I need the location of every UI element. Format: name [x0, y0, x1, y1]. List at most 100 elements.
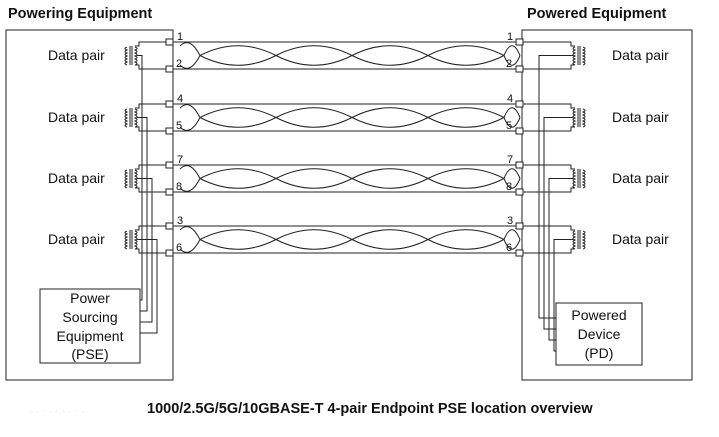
transformer-winding: [124, 108, 129, 128]
twist-strand: [179, 45, 521, 69]
transformer-winding: [581, 230, 586, 250]
transformer-winding: [124, 46, 129, 66]
data-pair-label: Data pair: [48, 47, 105, 63]
powering-equipment-title: Powering Equipment: [8, 6, 153, 22]
transformer-winding: [124, 169, 129, 189]
powering-equipment-enclosure: [5, 29, 174, 381]
powered-equipment-enclosure: [521, 29, 693, 381]
pair-wire: [135, 225, 166, 231]
rj45-pin: [165, 100, 174, 108]
pair-wire: [523, 103, 575, 109]
transformer-winding: [572, 46, 577, 66]
pair-wire: [135, 126, 166, 132]
rj45-pin: [165, 38, 174, 46]
transformer-winding: [572, 108, 577, 128]
pin-number: 8: [176, 181, 182, 193]
pair-wire: [523, 248, 575, 254]
pd-center-tap-wire: [548, 178, 573, 341]
pd-line-2: Device: [578, 326, 621, 342]
pair-wire: [523, 64, 575, 70]
pin-number: 7: [507, 154, 513, 166]
pair-wire: [135, 187, 166, 193]
rj45-pin: [165, 188, 174, 196]
rj45-pin: [515, 65, 524, 73]
pair-wire: [523, 41, 575, 47]
pair-wire: [135, 64, 166, 70]
rj45-pin: [165, 222, 174, 230]
pin-number: 4: [177, 93, 183, 105]
pair-wire: [523, 126, 575, 132]
pse-center-tap-wire: [137, 55, 143, 301]
transformer-winding: [572, 230, 577, 250]
rj45-pin: [515, 188, 524, 196]
rj45-pin: [515, 127, 524, 135]
transformer-winding: [581, 169, 586, 189]
data-pair-label: Data pair: [48, 109, 105, 125]
pin-number: 4: [507, 93, 513, 105]
powered-equipment-title: Powered Equipment: [527, 6, 667, 22]
twist-strand: [179, 107, 521, 131]
pse-center-tap-wire: [137, 117, 148, 312]
pse-box: [39, 288, 141, 364]
twist-strand: [179, 229, 521, 253]
transformer-winding: [133, 169, 138, 189]
faint-mark: . . . . . . . . .: [30, 405, 85, 414]
pin-number: 1: [177, 31, 183, 43]
pin-number: 8: [506, 181, 512, 193]
data-pair-label: Data pair: [48, 231, 105, 247]
rj45-pin: [515, 100, 524, 108]
rj45-pin: [165, 65, 174, 73]
transformer-winding: [133, 230, 138, 250]
pair-wire: [523, 187, 575, 193]
rj45-pin: [515, 249, 524, 257]
pd-line-3: (PD): [585, 345, 614, 361]
rj45-pin: [515, 161, 524, 169]
pin-number: 1: [507, 31, 513, 43]
pin-number: 2: [506, 58, 512, 70]
data-pair-label: Data pair: [612, 47, 669, 63]
pair-wire: [523, 164, 575, 170]
pair-wire: [135, 103, 166, 109]
transformer-winding: [572, 169, 577, 189]
transformer-winding: [133, 46, 138, 66]
pd-box: [555, 302, 643, 366]
data-pair-label: Data pair: [612, 109, 669, 125]
transformer-winding: [581, 46, 586, 66]
pse-line-2: Sourcing: [62, 309, 117, 325]
pin-number: 3: [177, 215, 183, 227]
data-pair-label: Data pair: [612, 231, 669, 247]
rj45-pin: [165, 127, 174, 135]
pair-wire: [135, 248, 166, 254]
pair-wire: [523, 225, 575, 231]
pin-number: 2: [176, 58, 182, 70]
pair-wire: [135, 164, 166, 170]
pd-center-tap-wire: [543, 117, 573, 330]
pin-number: 6: [176, 242, 182, 254]
transformer-winding: [133, 108, 138, 128]
figure-caption: 1000/2.5G/5G/10GBASE-T 4-pair Endpoint P…: [147, 401, 593, 417]
transformer-winding: [124, 230, 129, 250]
pin-number: 3: [507, 215, 513, 227]
pd-center-tap-wire: [538, 55, 573, 319]
pse-line-3: Equipment: [57, 328, 124, 344]
pse-center-tap-wire: [137, 239, 158, 334]
pse-line-1: Power: [70, 290, 110, 306]
pin-number: 6: [506, 242, 512, 254]
pair-wire: [135, 41, 166, 47]
data-pair-label: Data pair: [612, 170, 669, 186]
twist-strand: [179, 168, 521, 192]
pse-line-4: (PSE): [71, 346, 108, 362]
rj45-pin: [515, 222, 524, 230]
rj45-pin: [165, 249, 174, 257]
transformer-winding: [581, 108, 586, 128]
data-pair-label: Data pair: [48, 170, 105, 186]
rj45-pin: [515, 38, 524, 46]
pd-center-tap-wire: [553, 239, 573, 352]
pin-number: 5: [176, 120, 182, 132]
pin-number: 7: [177, 154, 183, 166]
pin-number: 5: [506, 120, 512, 132]
rj45-pin: [165, 161, 174, 169]
pd-line-1: Powered: [571, 307, 626, 323]
pse-center-tap-wire: [137, 178, 153, 323]
